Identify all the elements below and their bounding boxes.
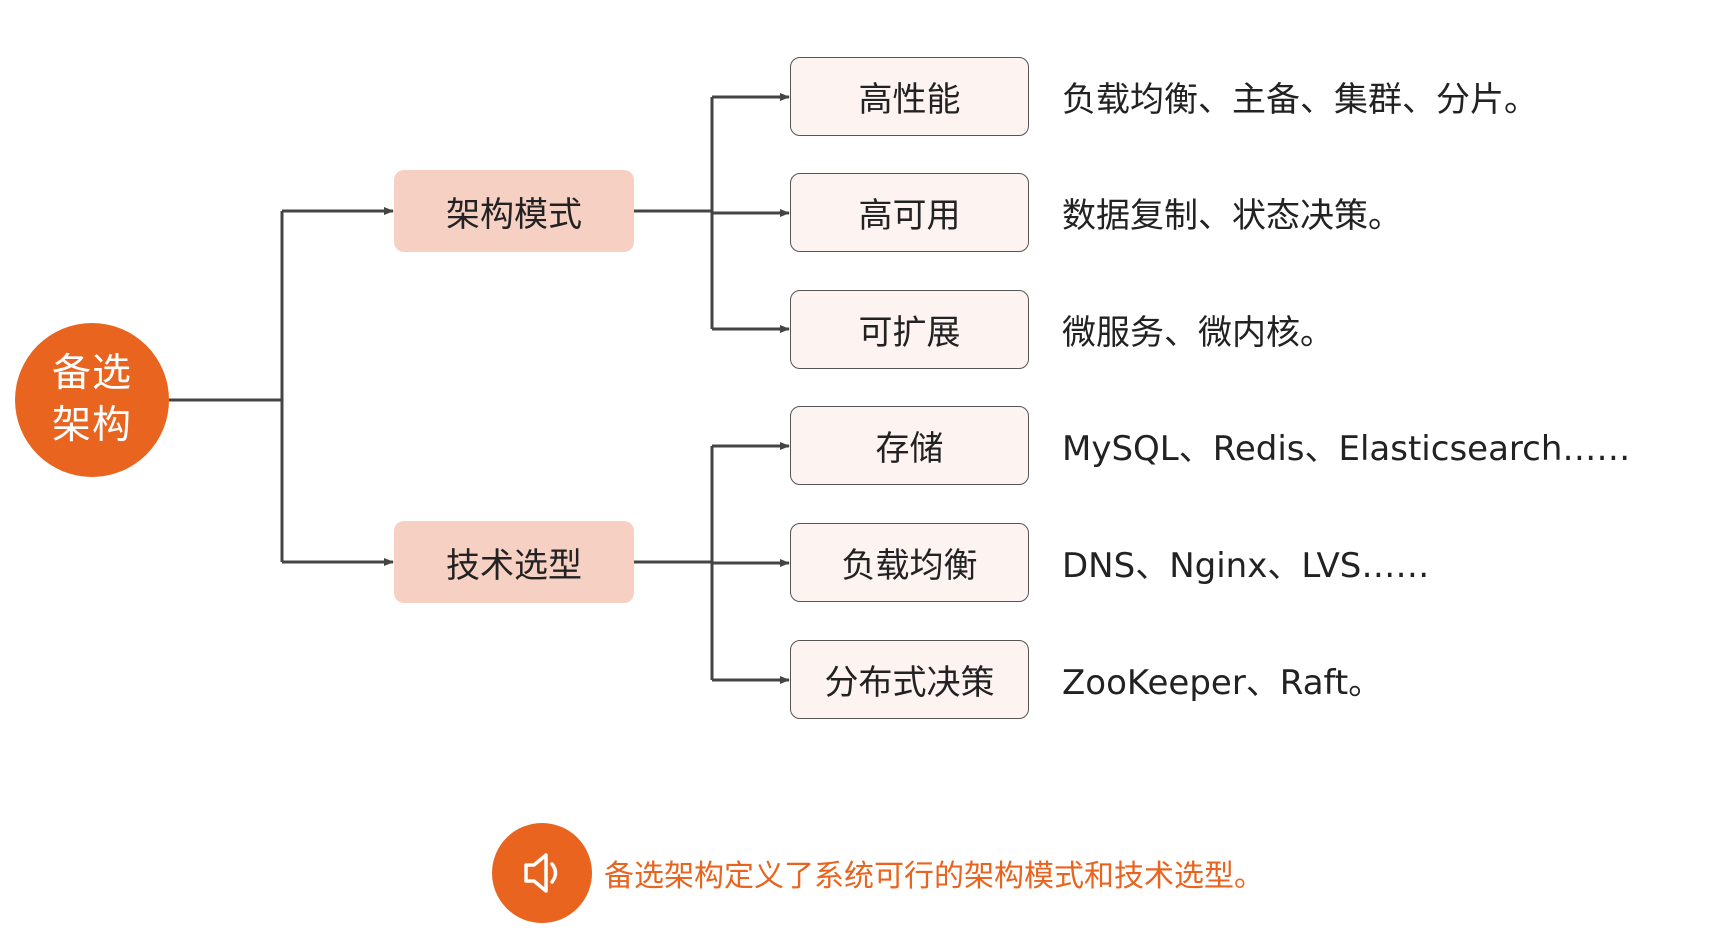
root-node: 备选 架构	[15, 323, 169, 477]
category-label: 架构模式	[446, 194, 582, 235]
root-label-line1: 备选	[51, 351, 132, 396]
desc-text: 微服务、微内核。	[1062, 313, 1334, 353]
desc-text: 负载均衡、主备、集群、分片。	[1062, 80, 1538, 120]
desc-text: 数据复制、状态决策。	[1062, 196, 1402, 236]
leaf-high-availability: 高可用	[790, 173, 1029, 252]
leaf-storage: 存储	[790, 406, 1029, 485]
desc-high-availability: 数据复制、状态决策。	[1062, 173, 1402, 252]
leaf-load-balancing: 负载均衡	[790, 523, 1029, 602]
leaf-label: 高性能	[858, 80, 961, 120]
leaf-label: 可扩展	[858, 313, 961, 353]
note-text: 备选架构定义了系统可行的架构模式和技术选型。	[604, 859, 1264, 894]
root-label-line2: 架构	[51, 403, 132, 448]
desc-text: DNS、Nginx、LVS……	[1062, 546, 1430, 586]
category-label: 技术选型	[446, 545, 582, 586]
category-technology-selection: 技术选型	[394, 521, 634, 603]
leaf-distributed-decision: 分布式决策	[790, 640, 1029, 719]
speaker-icon[interactable]	[492, 823, 592, 923]
leaf-label: 存储	[875, 429, 944, 469]
leaf-high-performance: 高性能	[790, 57, 1029, 136]
leaf-label: 高可用	[858, 196, 961, 236]
desc-text: ZooKeeper、Raft。	[1062, 663, 1383, 703]
audio-note: 备选架构定义了系统可行的架构模式和技术选型。	[492, 823, 1264, 923]
speaker-glyph	[524, 853, 558, 893]
desc-distributed-decision: ZooKeeper、Raft。	[1062, 640, 1382, 719]
leaf-scalability: 可扩展	[790, 290, 1029, 369]
desc-scalability: 微服务、微内核。	[1062, 290, 1334, 369]
desc-load-balancing: DNS、Nginx、LVS……	[1062, 523, 1429, 602]
desc-high-performance: 负载均衡、主备、集群、分片。	[1062, 57, 1538, 136]
desc-text: MySQL、Redis、Elasticsearch……	[1062, 429, 1631, 469]
leaf-label: 分布式决策	[824, 663, 995, 703]
category-architecture-patterns: 架构模式	[394, 170, 634, 252]
leaf-label: 负载均衡	[841, 546, 978, 586]
desc-storage: MySQL、Redis、Elasticsearch……	[1062, 406, 1630, 485]
